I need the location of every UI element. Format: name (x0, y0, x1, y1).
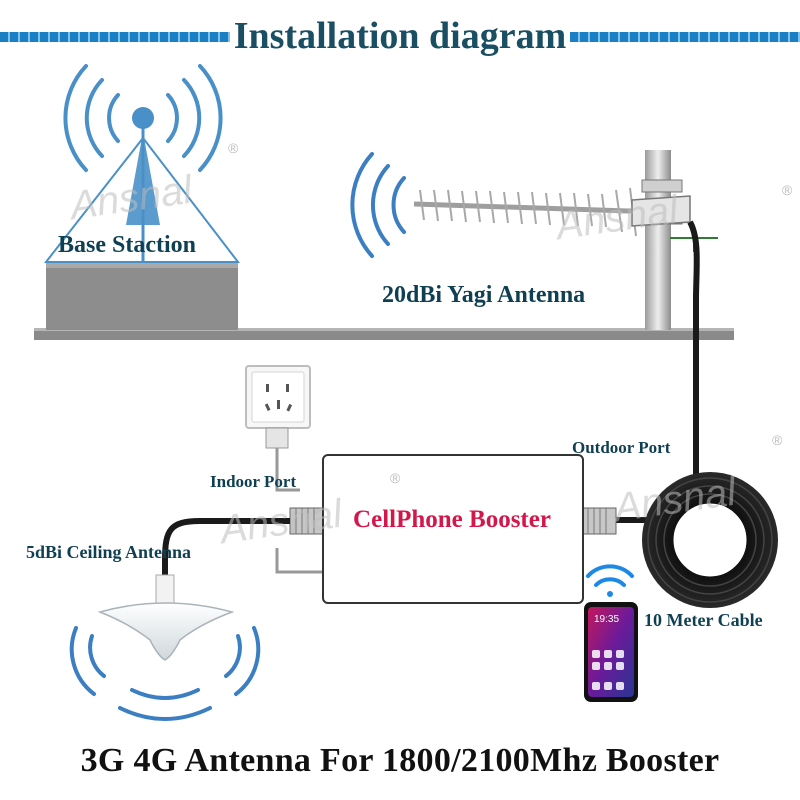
mounting-pole (641, 150, 683, 330)
indoor-port-label: Indoor Port (210, 472, 297, 491)
base-station-tower-icon (43, 64, 241, 263)
registered-mark-icon: ® (390, 470, 401, 486)
registered-mark-icon: ® (772, 432, 783, 448)
cellphone-booster-box (322, 454, 584, 604)
yagi-antenna-label: 20dBi Yagi Antenna (382, 282, 586, 308)
indoor-port-connector (289, 507, 325, 535)
ceiling-antenna-label: 5dBi Ceiling Antenna (26, 542, 192, 562)
smartphone-icon (584, 602, 638, 702)
registered-mark-icon: ® (782, 182, 793, 198)
wall-outlet-icon (245, 365, 311, 429)
outdoor-port-connector (579, 507, 617, 535)
base-station-label: Base Staction (58, 232, 196, 258)
indoor-cable (162, 518, 290, 585)
yagi-antenna-icon (350, 152, 718, 258)
power-cord (265, 427, 322, 574)
page-title: Installation diagram (229, 15, 571, 57)
base-station-building (46, 262, 238, 330)
ceiling-antenna-icon (69, 574, 261, 721)
wifi-signal-icon (586, 564, 634, 597)
roof-line (34, 328, 734, 340)
cable-coil-icon (642, 472, 778, 608)
footer-caption: 3G 4G Antenna For 1800/2100Mhz Booster (80, 742, 720, 779)
phone-time: 19:35 (594, 614, 620, 625)
cable-label: 10 Meter Cable (644, 610, 763, 630)
title-banner: Installation diagram (0, 14, 800, 58)
registered-mark-icon: ® (228, 140, 239, 156)
booster-label: CellPhone Booster (353, 506, 551, 533)
outdoor-port-label: Outdoor Port (572, 438, 671, 457)
